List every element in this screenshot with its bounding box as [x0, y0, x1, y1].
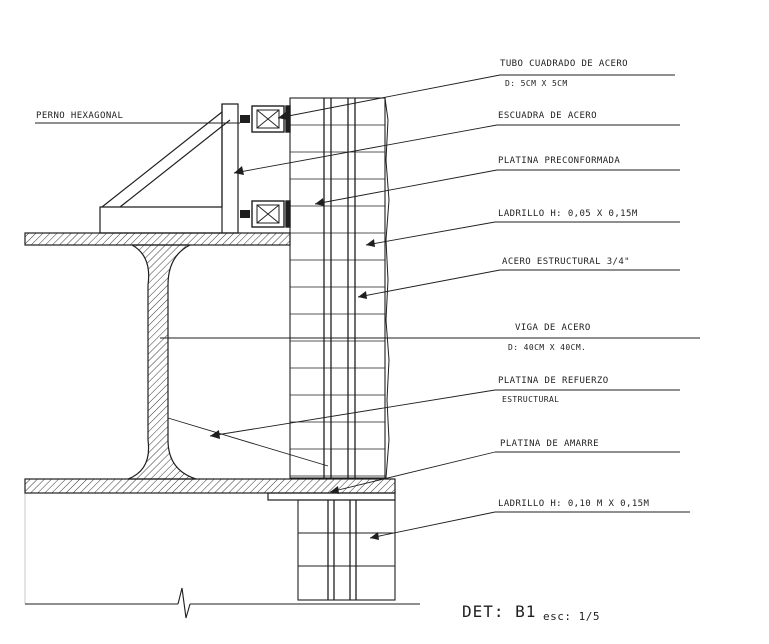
detail-title: DET: B1: [462, 602, 536, 621]
steel-i-beam: [24, 232, 396, 494]
label-viga: VIGA DE ACERO: [515, 323, 591, 333]
structural-steel-rebars: [323, 98, 357, 600]
detail-title-block: DET: B1 esc: 1/5: [462, 602, 600, 623]
labels: TUBO CUADRADO DE ACERO d: 5cm x 5cm PERN…: [36, 59, 649, 509]
brick-course-lines: [290, 124, 385, 477]
tie-plate: [267, 492, 396, 501]
label-ladrillo-bottom: LADRILLO h: 0,10 m x 0,15m: [498, 499, 649, 509]
brick-wall-lower: [297, 499, 396, 601]
label-perno-hexagonal: PERNO HEXAGONAL: [36, 111, 123, 121]
label-tubo-cuadrado: TUBO CUADRADO DE ACERO: [500, 59, 628, 69]
label-platina-refuerzo: PLATINA DE REFUERZO: [498, 376, 609, 386]
label-ladrillo-top: LADRILLO h: 0,05 x 0,15m: [498, 209, 638, 219]
label-escuadra: ESCUADRA DE ACERO: [498, 111, 597, 121]
brick-wall-upper: [289, 97, 390, 479]
label-platina-refuerzo-2: ESTRUCTURAL: [502, 395, 559, 404]
label-platina-amarre: PLATINA DE AMARRE: [500, 439, 599, 449]
detail-scale: esc: 1/5: [543, 610, 600, 623]
label-platina-preconformada: PLATINA PRECONFORMADA: [498, 156, 620, 166]
hex-bolts: [240, 115, 250, 218]
floor-line: [24, 493, 420, 619]
label-viga-dim: d: 40cm x 40cm.: [508, 343, 586, 352]
leader-arrowheads: [210, 111, 379, 540]
leader-lines: [35, 74, 700, 539]
square-tube-bottom: [251, 200, 291, 228]
label-tubo-cuadrado-dim: d: 5cm x 5cm: [505, 79, 568, 88]
label-acero-estructural: ACERO ESTRUCTURAL 3/4": [502, 257, 630, 267]
steel-angle-bracket: [99, 103, 239, 234]
